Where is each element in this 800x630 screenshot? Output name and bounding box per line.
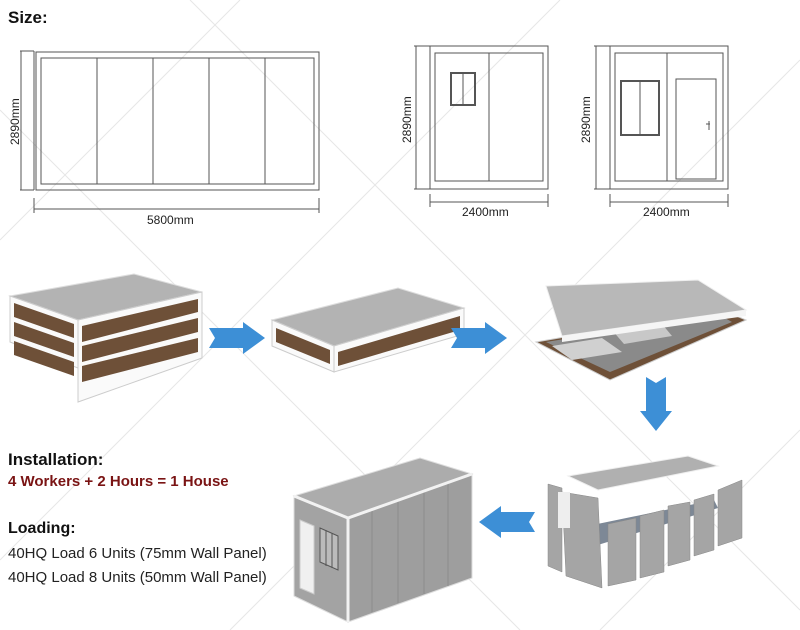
end-window-width-label: 2400mm <box>462 205 509 219</box>
side-view-drawing <box>20 50 320 213</box>
arrow-left <box>479 506 535 538</box>
arrow-right-1 <box>209 322 265 354</box>
end-door-height-label: 2890mm <box>579 96 593 143</box>
installation-equation: 4 Workers + 2 Hours = 1 House <box>8 473 229 490</box>
loading-title: Loading: <box>8 520 76 537</box>
loading-line-50mm: 40HQ Load 8 Units (50mm Wall Panel) <box>8 569 267 586</box>
side-height-label: 2890mm <box>8 98 22 145</box>
arrow-right-2 <box>451 322 507 354</box>
step1-stacked-units <box>8 273 203 403</box>
arrow-down <box>640 377 672 431</box>
side-width-label: 5800mm <box>147 213 194 227</box>
step4-wall-panels <box>547 455 743 589</box>
end-view-window-drawing <box>414 45 549 207</box>
end-view-door-drawing <box>594 45 729 207</box>
end-door-width-label: 2400mm <box>643 205 690 219</box>
loading-line-75mm: 40HQ Load 6 Units (75mm Wall Panel) <box>8 545 267 562</box>
step5-finished-house <box>292 457 474 623</box>
end-window-height-label: 2890mm <box>400 96 414 143</box>
step3-roof-lifting <box>534 279 748 381</box>
installation-title: Installation: <box>8 450 104 469</box>
step2-single-unit <box>270 287 466 373</box>
size-title: Size: <box>8 8 48 27</box>
